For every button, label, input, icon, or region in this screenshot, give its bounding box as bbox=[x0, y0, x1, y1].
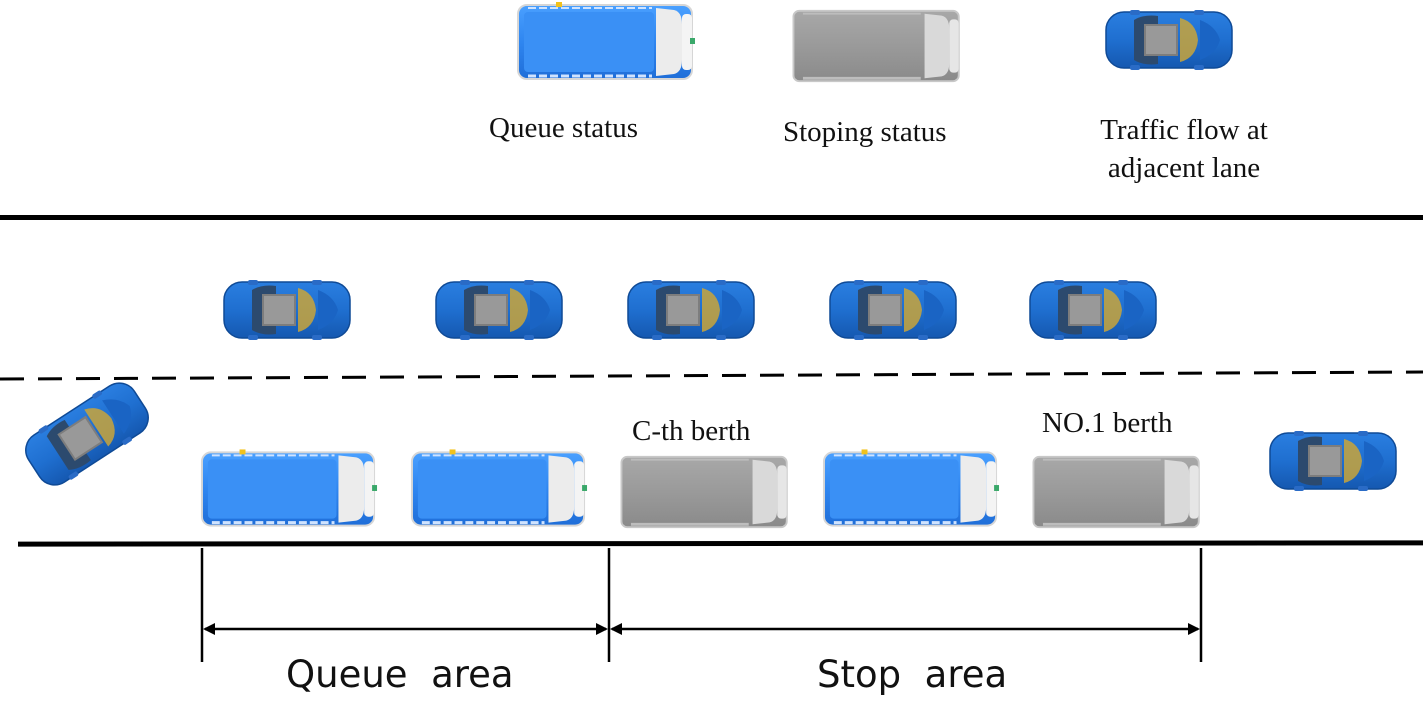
no1-berth-label: NO.1 berth bbox=[1042, 407, 1173, 439]
queued-bus bbox=[410, 447, 589, 528]
adjacent-lane-car bbox=[435, 279, 563, 341]
adjacent-lane-car bbox=[829, 279, 957, 341]
legend-queue-bus bbox=[516, 0, 697, 81]
merging-car bbox=[17, 373, 157, 495]
queued-bus-in-stop-area bbox=[822, 447, 1001, 528]
legend-stop-label: Stoping status bbox=[783, 116, 947, 148]
legend-stopped-bus bbox=[792, 9, 961, 83]
area-dimension-markers bbox=[200, 548, 1203, 662]
stopped-bus-c-th-berth bbox=[620, 455, 789, 529]
queue-area-label: Queue area bbox=[286, 653, 514, 696]
adjacent-lane-car bbox=[223, 279, 351, 341]
legend-car bbox=[1105, 9, 1233, 71]
adjacent-lane-car bbox=[627, 279, 755, 341]
legend-queue-label: Queue status bbox=[489, 112, 638, 144]
legend-flow-label-2: adjacent lane bbox=[1107, 152, 1261, 184]
c-th-berth-label: C-th berth bbox=[632, 415, 751, 447]
adjacent-lane-car bbox=[1029, 279, 1157, 341]
road-top-edge bbox=[0, 215, 1423, 220]
lane-divider-dashed bbox=[0, 370, 1423, 381]
legend-flow-label-1: Traffic flow at bbox=[1100, 114, 1268, 146]
queued-bus bbox=[200, 447, 379, 528]
departing-car bbox=[1269, 430, 1397, 492]
stopped-bus-no1-berth bbox=[1032, 455, 1201, 529]
stop-area-label: Stop area bbox=[817, 653, 1008, 696]
